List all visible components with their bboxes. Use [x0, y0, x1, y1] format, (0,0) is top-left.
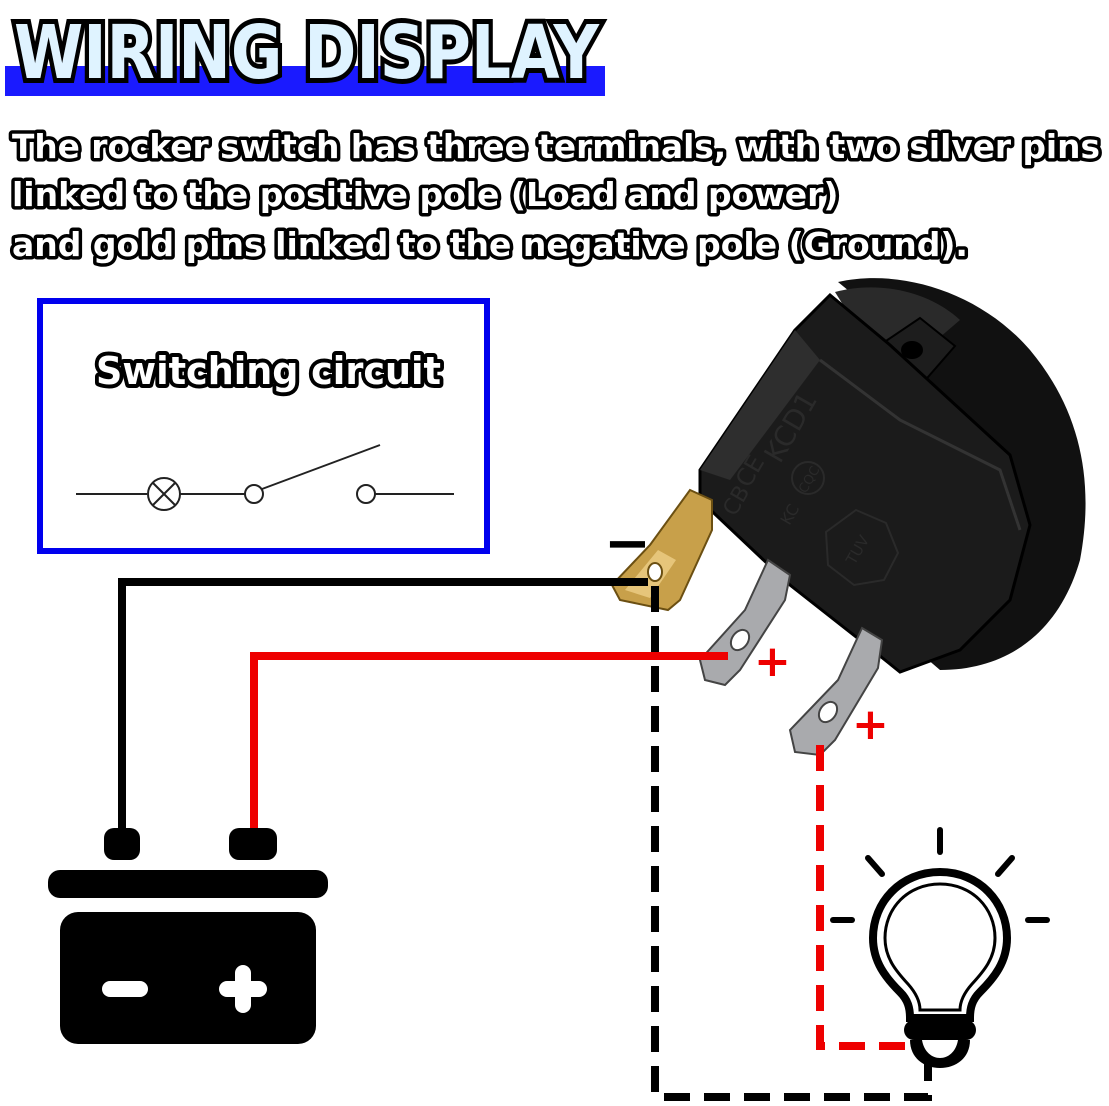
circuit-box-title: Switching circuit [96, 349, 441, 393]
light-bulb-icon [830, 827, 1050, 1068]
switch-lever [261, 444, 381, 490]
lamp-symbol-icon [147, 477, 181, 511]
title-underline-bar [5, 66, 605, 96]
page-title: WIRING DISPLAY [14, 10, 600, 96]
battery-plus-sign-v [235, 965, 251, 1013]
battery-negative-wire [118, 578, 648, 830]
switch-contact-left [244, 484, 264, 504]
switch-contact-right [356, 484, 376, 504]
description-line-1: The rocker switch has three terminals, w… [12, 127, 1100, 166]
description-line-3: and gold pins linked to the negative pol… [12, 225, 968, 264]
negative-terminal-mark: − [604, 511, 651, 576]
description-line-2: linked to the positive pole (Load and po… [12, 175, 838, 214]
battery-minus-sign [102, 981, 148, 997]
switching-circuit-box: Switching circuit [37, 298, 490, 554]
circuit-schematic [76, 444, 454, 511]
ground-return-wire [651, 586, 932, 1101]
light-rays [830, 827, 1050, 923]
rocker-switch-icon: KCD1 CE CB CQC KC TUV [610, 278, 1086, 757]
positive-terminal-mark-2: + [852, 699, 889, 750]
battery-positive-wire [250, 652, 728, 830]
load-wire [816, 745, 915, 1050]
positive-terminal-mark-1: + [754, 636, 791, 687]
battery-icon [48, 828, 328, 1044]
